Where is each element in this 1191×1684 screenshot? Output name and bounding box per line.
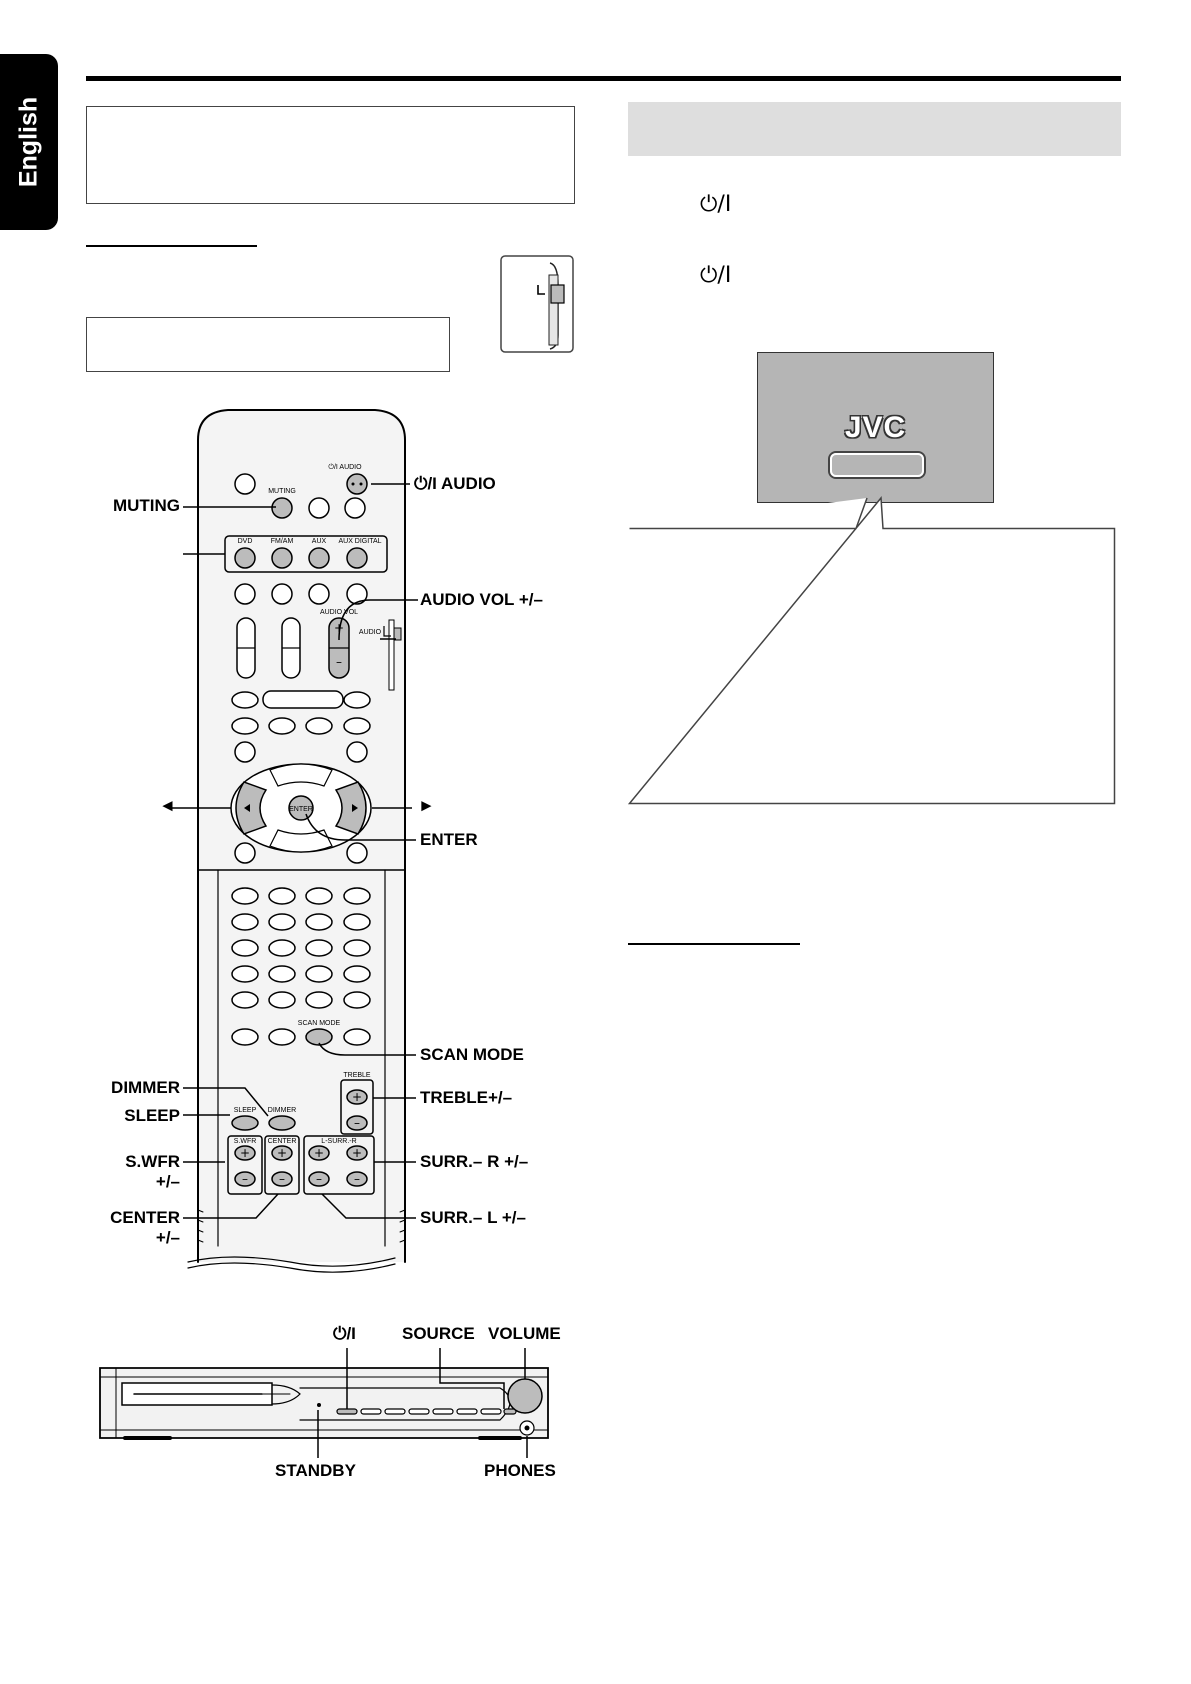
label-source: SOURCE <box>402 1324 475 1343</box>
svg-text:–: – <box>354 1116 360 1130</box>
label-swfr: S.WFR <box>125 1152 180 1171</box>
display-window <box>830 453 924 477</box>
label-treble: TREBLE+/– <box>420 1088 513 1107</box>
display-screen: JVC <box>757 352 994 503</box>
svg-text:–: – <box>336 655 342 669</box>
svg-text:–: – <box>316 1172 322 1186</box>
svg-text:–: – <box>242 1172 248 1186</box>
remote-printed-label: FM/AM <box>271 538 294 545</box>
label-surr-l: SURR.– L +/– <box>420 1208 526 1227</box>
remote-printed-label: S.WFR <box>234 1138 257 1145</box>
label-muting: MUTING <box>112 496 180 515</box>
label-swfr-pm: +/– <box>155 1172 180 1191</box>
svg-text:–: – <box>354 1172 360 1186</box>
power-icon-step2: ⏻/I <box>700 263 732 288</box>
svg-text:+: + <box>334 621 344 635</box>
svg-text:+: + <box>314 1146 324 1160</box>
label-right-arrow: ► <box>418 796 435 815</box>
label-enter: ENTER <box>420 830 478 849</box>
remote-printed-label: SLEEP <box>234 1107 257 1114</box>
svg-text:+: + <box>240 1146 250 1160</box>
section-heading-bar <box>628 102 1121 156</box>
label-phones: PHONES <box>484 1461 556 1480</box>
jvc-logo: JVC <box>844 411 907 444</box>
svg-text:+: + <box>277 1146 287 1160</box>
remote-printed-label: SCAN MODE <box>298 1020 341 1027</box>
label-surr-r: SURR.– R +/– <box>420 1152 529 1171</box>
note-box <box>86 106 575 204</box>
remote-printed-label: L-SURR.-R <box>321 1138 356 1145</box>
svg-text:–: – <box>279 1172 285 1186</box>
remote-printed-label: AUDIO <box>359 629 382 636</box>
remote-printed-label: CENTER <box>268 1138 297 1145</box>
label-center: CENTER <box>110 1208 180 1227</box>
label-unit-power: ⏻/I <box>333 1324 356 1343</box>
label-scan-mode: SCAN MODE <box>420 1045 524 1064</box>
remote-printed-label: DIMMER <box>268 1107 296 1114</box>
label-standby: STANDBY <box>275 1461 356 1480</box>
remote-printed-label: DVD <box>238 538 253 545</box>
callout-box <box>627 487 1116 805</box>
label-sleep: SLEEP <box>124 1106 180 1125</box>
remote-printed-label: AUX <box>312 538 327 545</box>
power-icon-step1: ⏻/I <box>700 192 732 217</box>
remote-printed-label: AUX DIGITAL <box>338 538 381 545</box>
section-rule <box>86 245 257 247</box>
language-tab: English <box>0 54 58 230</box>
label-center-pm: +/– <box>155 1228 180 1247</box>
remote-printed-label: AUDIO VOL <box>320 609 358 616</box>
svg-text:+: + <box>352 1146 362 1160</box>
remote-printed-label: ⏻/I AUDIO <box>328 463 362 471</box>
label-volume: VOLUME <box>488 1324 561 1343</box>
remote-printed-label: ENTER <box>289 806 313 813</box>
header-rule <box>86 76 1121 81</box>
section-rule-2 <box>628 943 800 945</box>
caution-box <box>86 317 450 372</box>
label-dimmer: DIMMER <box>111 1078 180 1097</box>
label-audio-vol: AUDIO VOL +/– <box>420 590 543 609</box>
remote-printed-label: MUTING <box>268 488 296 495</box>
label-left-arrow: ◄ <box>159 796 176 815</box>
remote-printed-label: TREBLE <box>343 1072 371 1079</box>
mode-switch-inset <box>500 255 574 353</box>
label-audio-power: ⏻/I AUDIO <box>414 474 496 493</box>
svg-text:+: + <box>352 1090 362 1104</box>
